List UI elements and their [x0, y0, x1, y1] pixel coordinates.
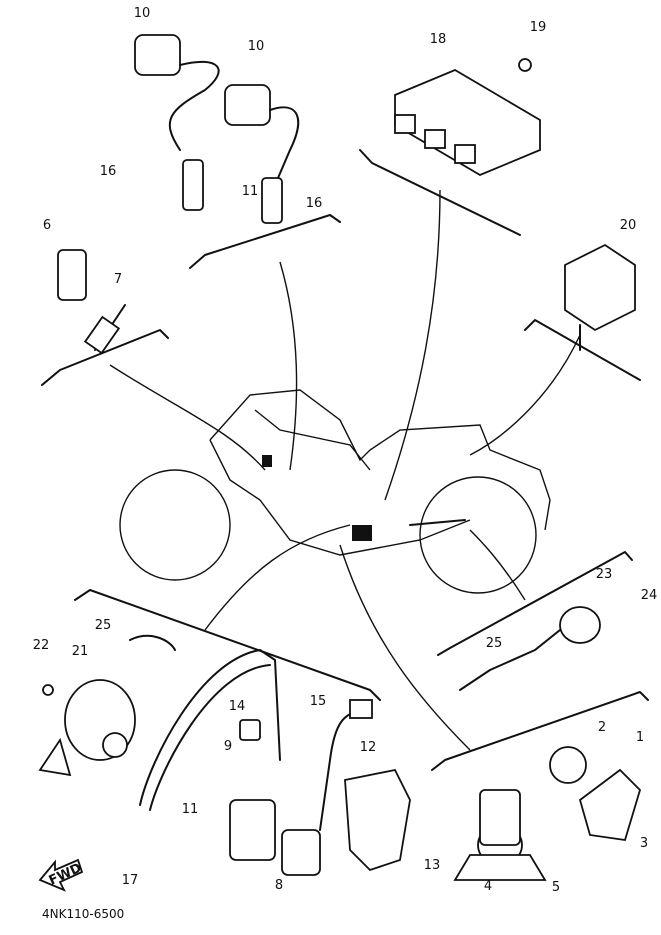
ignition-coils: [134, 34, 300, 224]
relay: [564, 243, 636, 351]
label-10: 10: [134, 6, 151, 21]
label-7: 7: [114, 272, 122, 287]
label-14: 14: [229, 699, 246, 714]
label-22: 22: [33, 638, 50, 653]
diagram-code: 4NK110-6500: [42, 907, 124, 921]
label-4: 4: [484, 879, 492, 894]
label-15: 15: [310, 694, 327, 709]
label-21: 21: [72, 644, 89, 659]
leader-lines: [109, 189, 581, 751]
label-20: 20: [620, 218, 637, 233]
label-25b: 25: [486, 636, 503, 651]
label-18: 18: [430, 32, 447, 47]
label-12: 12: [360, 740, 377, 755]
motorcycle-outline: [119, 389, 551, 594]
cdi-unit: [394, 58, 541, 177]
label-24: 24: [641, 588, 658, 603]
label-8: 8: [275, 878, 283, 893]
wiring-and-coil: [129, 634, 411, 876]
group-brackets: [41, 149, 649, 771]
label-17: 17: [122, 873, 139, 888]
label-9: 9: [224, 739, 232, 754]
label-13: 13: [424, 858, 441, 873]
forward-direction-arrow: FWD: [38, 858, 84, 892]
sensors: [57, 249, 126, 355]
label-23: 23: [596, 567, 613, 582]
label-6: 6: [43, 218, 51, 233]
horn: [38, 679, 136, 777]
label-11: 11: [242, 184, 259, 199]
label-10b: 10: [248, 39, 265, 54]
label-1: 1: [636, 730, 644, 745]
label-3: 3: [640, 836, 648, 851]
label-11b: 11: [182, 802, 199, 817]
label-16: 16: [100, 164, 117, 179]
label-2: 2: [598, 720, 606, 735]
label-19: 19: [530, 20, 547, 35]
label-25: 25: [95, 618, 112, 633]
part-labels: 10 10 18 19 16 11 16 6 7 20 23 24 25 22 …: [33, 6, 658, 895]
label-5: 5: [552, 880, 560, 895]
label-16b: 16: [306, 196, 323, 211]
switches: [453, 606, 642, 881]
